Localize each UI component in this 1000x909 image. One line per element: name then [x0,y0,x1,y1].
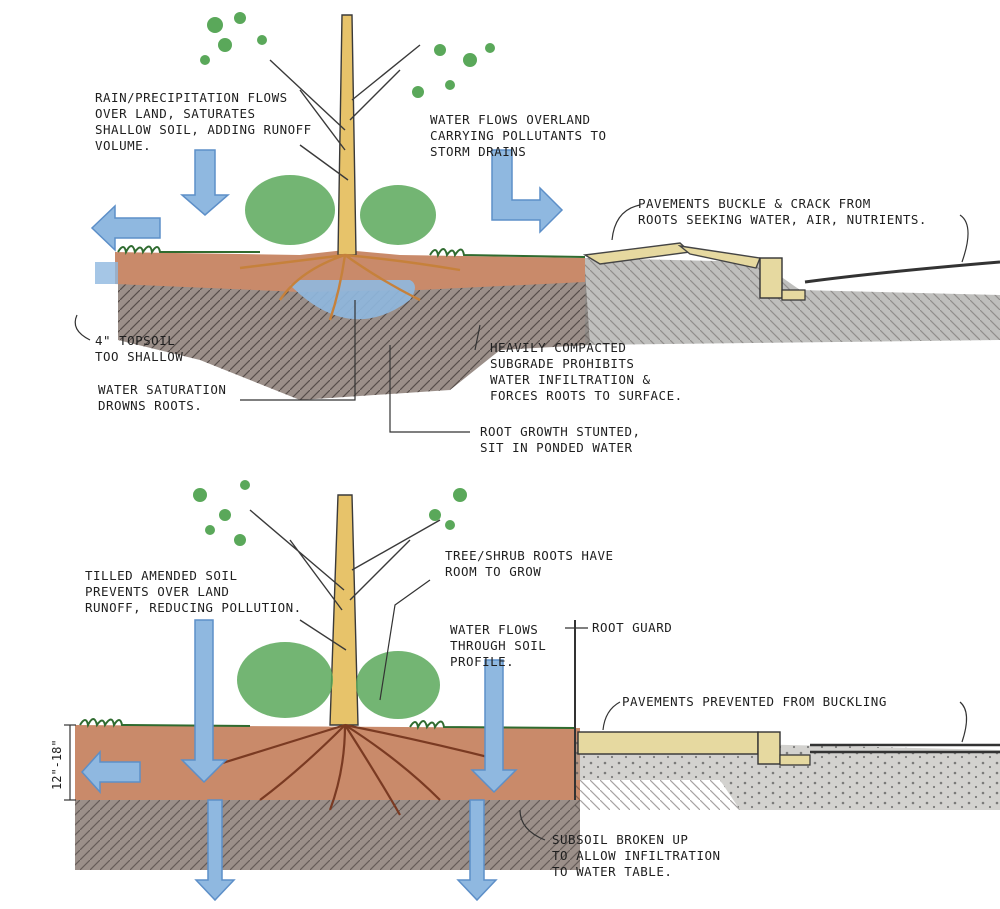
top-section [74,12,1000,433]
top-topsoil [115,250,585,292]
top-overland-arrow [491,149,564,234]
top-curb [759,257,783,299]
subsoil-note: SUBSOIL BROKEN UP TO ALLOW INFILTRATION … [552,832,721,879]
overland-note: WATER FLOWS OVERLAND CARRYING POLLUTANTS… [430,112,607,159]
depth-note: 12"-18" [50,739,64,790]
top-runoff-arrow [90,204,161,252]
bottom-tree-trunk [329,494,359,726]
roots-room-note: TREE/SHRUB ROOTS HAVE ROOM TO GROW [445,548,614,579]
top-tree-trunk [337,14,357,256]
tilled-note: TILLED AMENDED SOIL PREVENTS OVER LAND R… [85,568,302,615]
bottom-deep-arrow-left [194,799,236,902]
bottom-shrub-left [237,642,333,718]
root-guard-note: ROOT GUARD [592,620,673,635]
bottom-curb [757,731,781,765]
bottom-infiltration-arrow-left [180,619,228,784]
saturation-note: WATER SATURATION DROWNS ROOTS. [98,382,227,413]
bottom-section [64,480,1000,902]
buckle-note: PAVEMENTS BUCKLE & CRACK FROM ROOTS SEEK… [638,196,927,227]
flows-through-note: WATER FLOWS THROUGH SOIL PROFILE. [450,622,547,669]
compacted-note: HEAVILY COMPACTED SUBGRADE PROHIBITS WAT… [490,340,683,403]
top-shrub-right [360,185,436,245]
top-rain-arrow [179,149,231,216]
bottom-foliage [193,480,467,546]
top-roots [239,253,461,321]
bottom-deep-arrow-right [456,799,498,902]
bottom-lateral-arrow [80,750,141,794]
bottom-shrub-right [356,651,440,719]
prevented-note: PAVEMENTS PREVENTED FROM BUCKLING [622,694,887,709]
bottom-pavement-slab [577,731,759,755]
bottom-roots [199,723,501,816]
rain-note: RAIN/PRECIPITATION FLOWS OVER LAND, SATU… [95,90,312,153]
bottom-topsoil [75,725,580,800]
stunted-note: ROOT GROWTH STUNTED, SIT IN PONDED WATER [480,424,641,455]
top-foliage [200,12,495,98]
topsoil-note: 4" TOPSOIL TOO SHALLOW [95,333,184,364]
top-shrub-left [245,175,335,245]
bottom-infiltration-arrow-right [470,659,518,794]
ponded-water [290,280,415,320]
